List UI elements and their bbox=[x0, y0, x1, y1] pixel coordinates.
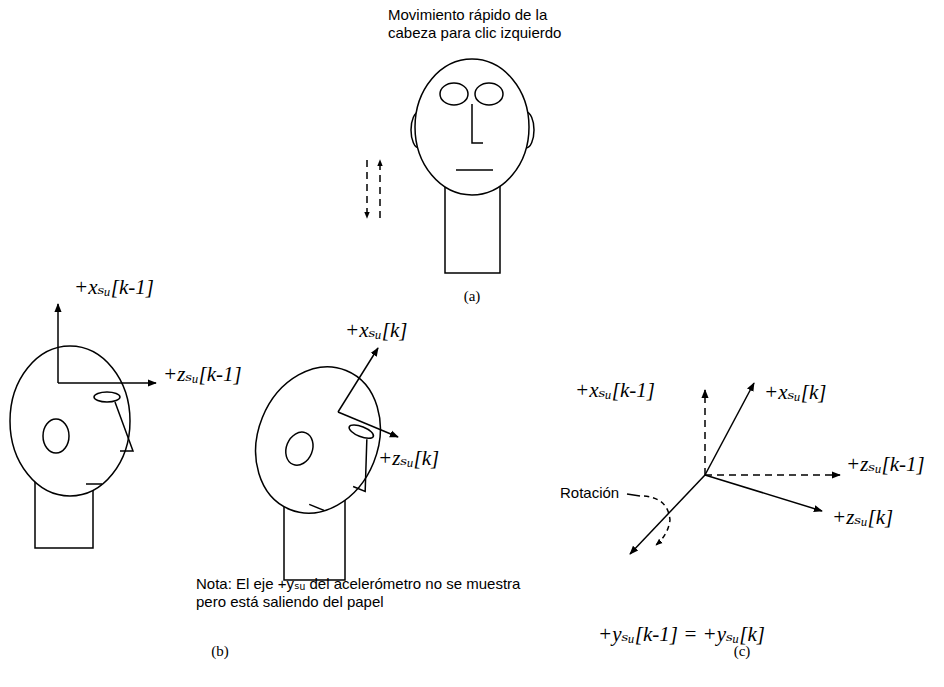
motion-arrows bbox=[367, 160, 380, 218]
axis-label: +zₛᵤ[k] bbox=[832, 505, 893, 530]
axis-frames bbox=[627, 383, 840, 554]
profile-head bbox=[10, 304, 156, 548]
axis-label: +zₛᵤ[k-1] bbox=[846, 452, 925, 477]
front-head bbox=[411, 59, 534, 273]
axis-label: +zₛᵤ[k] bbox=[378, 446, 439, 471]
axis-label: +xₛᵤ[k-1] bbox=[575, 378, 655, 403]
panel-label: (b) bbox=[211, 642, 229, 660]
axis-label: +zₛᵤ[k-1] bbox=[163, 362, 242, 387]
rotation-label: Rotación bbox=[560, 484, 619, 502]
axis-label: +xₛᵤ[k] bbox=[345, 318, 407, 343]
panel-label: (a) bbox=[464, 287, 481, 305]
panel-label: (c) bbox=[734, 642, 751, 660]
note-text: Nota: El eje +yₛᵤ del acelerómetro no se… bbox=[196, 575, 536, 611]
axis-label: +xₛᵤ[k-1] bbox=[74, 275, 154, 300]
axis-label: +xₛᵤ[k] bbox=[764, 380, 826, 405]
note-text: Movimiento rápido de la cabeza para clic… bbox=[388, 6, 588, 42]
